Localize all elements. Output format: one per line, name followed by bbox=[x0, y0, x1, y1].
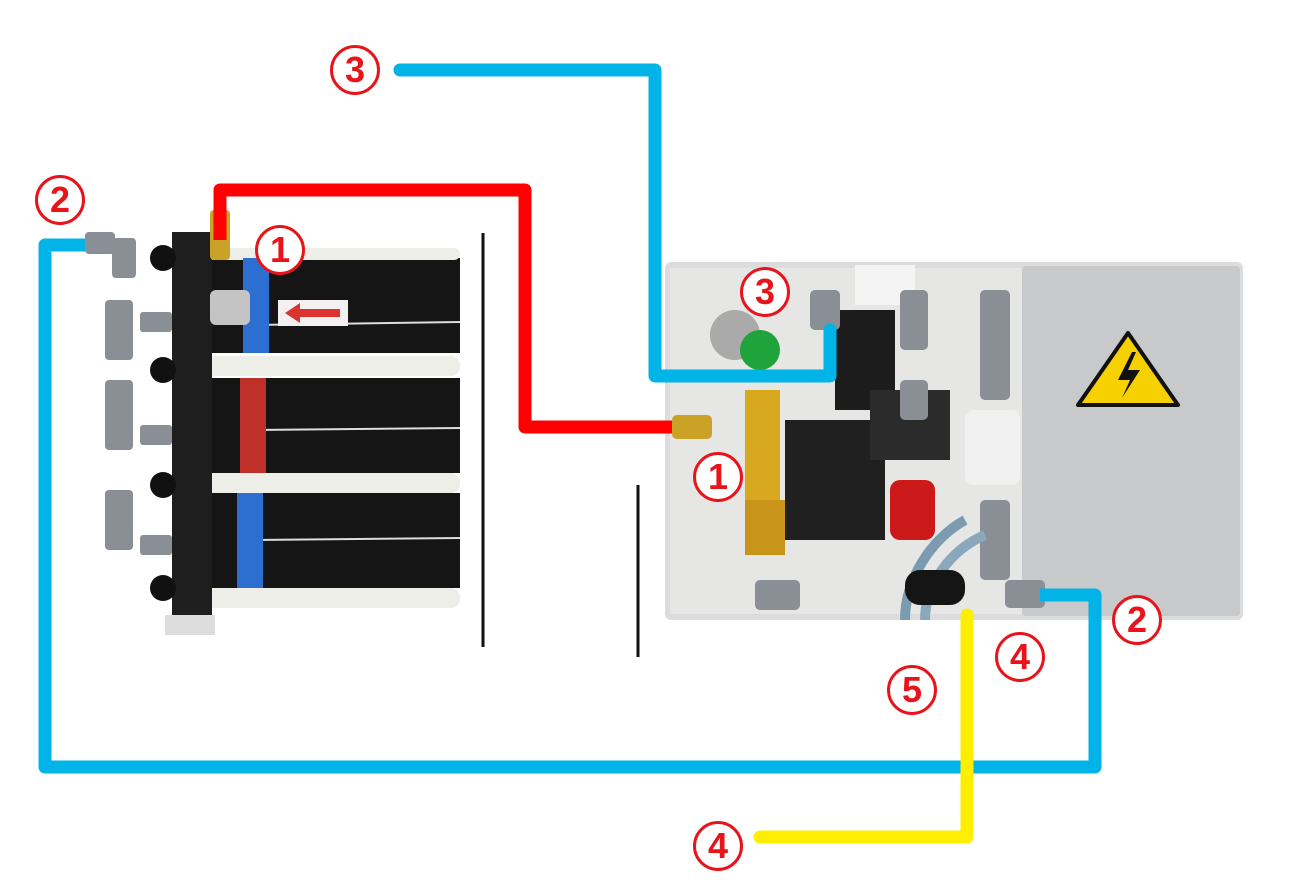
flow-meter bbox=[965, 410, 1020, 485]
red-line-1 bbox=[213, 183, 680, 434]
pump bbox=[785, 420, 885, 540]
callout-3: 3 bbox=[740, 267, 790, 317]
pump-station bbox=[665, 262, 1243, 621]
callout-2: 2 bbox=[35, 175, 85, 225]
callout-1: 1 bbox=[255, 225, 305, 275]
yellow-line-4 bbox=[753, 608, 974, 844]
blue-line-3 bbox=[393, 63, 837, 383]
callout-1: 1 bbox=[693, 452, 743, 502]
collector-manifold bbox=[172, 232, 212, 627]
callout-4: 4 bbox=[693, 821, 743, 871]
flow-arrow-icon bbox=[285, 303, 340, 323]
callout-2: 2 bbox=[1112, 595, 1162, 645]
solar-collector bbox=[85, 210, 461, 635]
callout-5: 5 bbox=[887, 665, 937, 715]
collector-tubes bbox=[195, 240, 461, 610]
collector-fittings bbox=[85, 232, 250, 555]
electrical-box bbox=[1022, 266, 1240, 616]
callout-3: 3 bbox=[330, 45, 380, 95]
callout-4: 4 bbox=[995, 632, 1045, 682]
blue-line-2 bbox=[38, 238, 1102, 774]
green-valve bbox=[740, 330, 780, 370]
